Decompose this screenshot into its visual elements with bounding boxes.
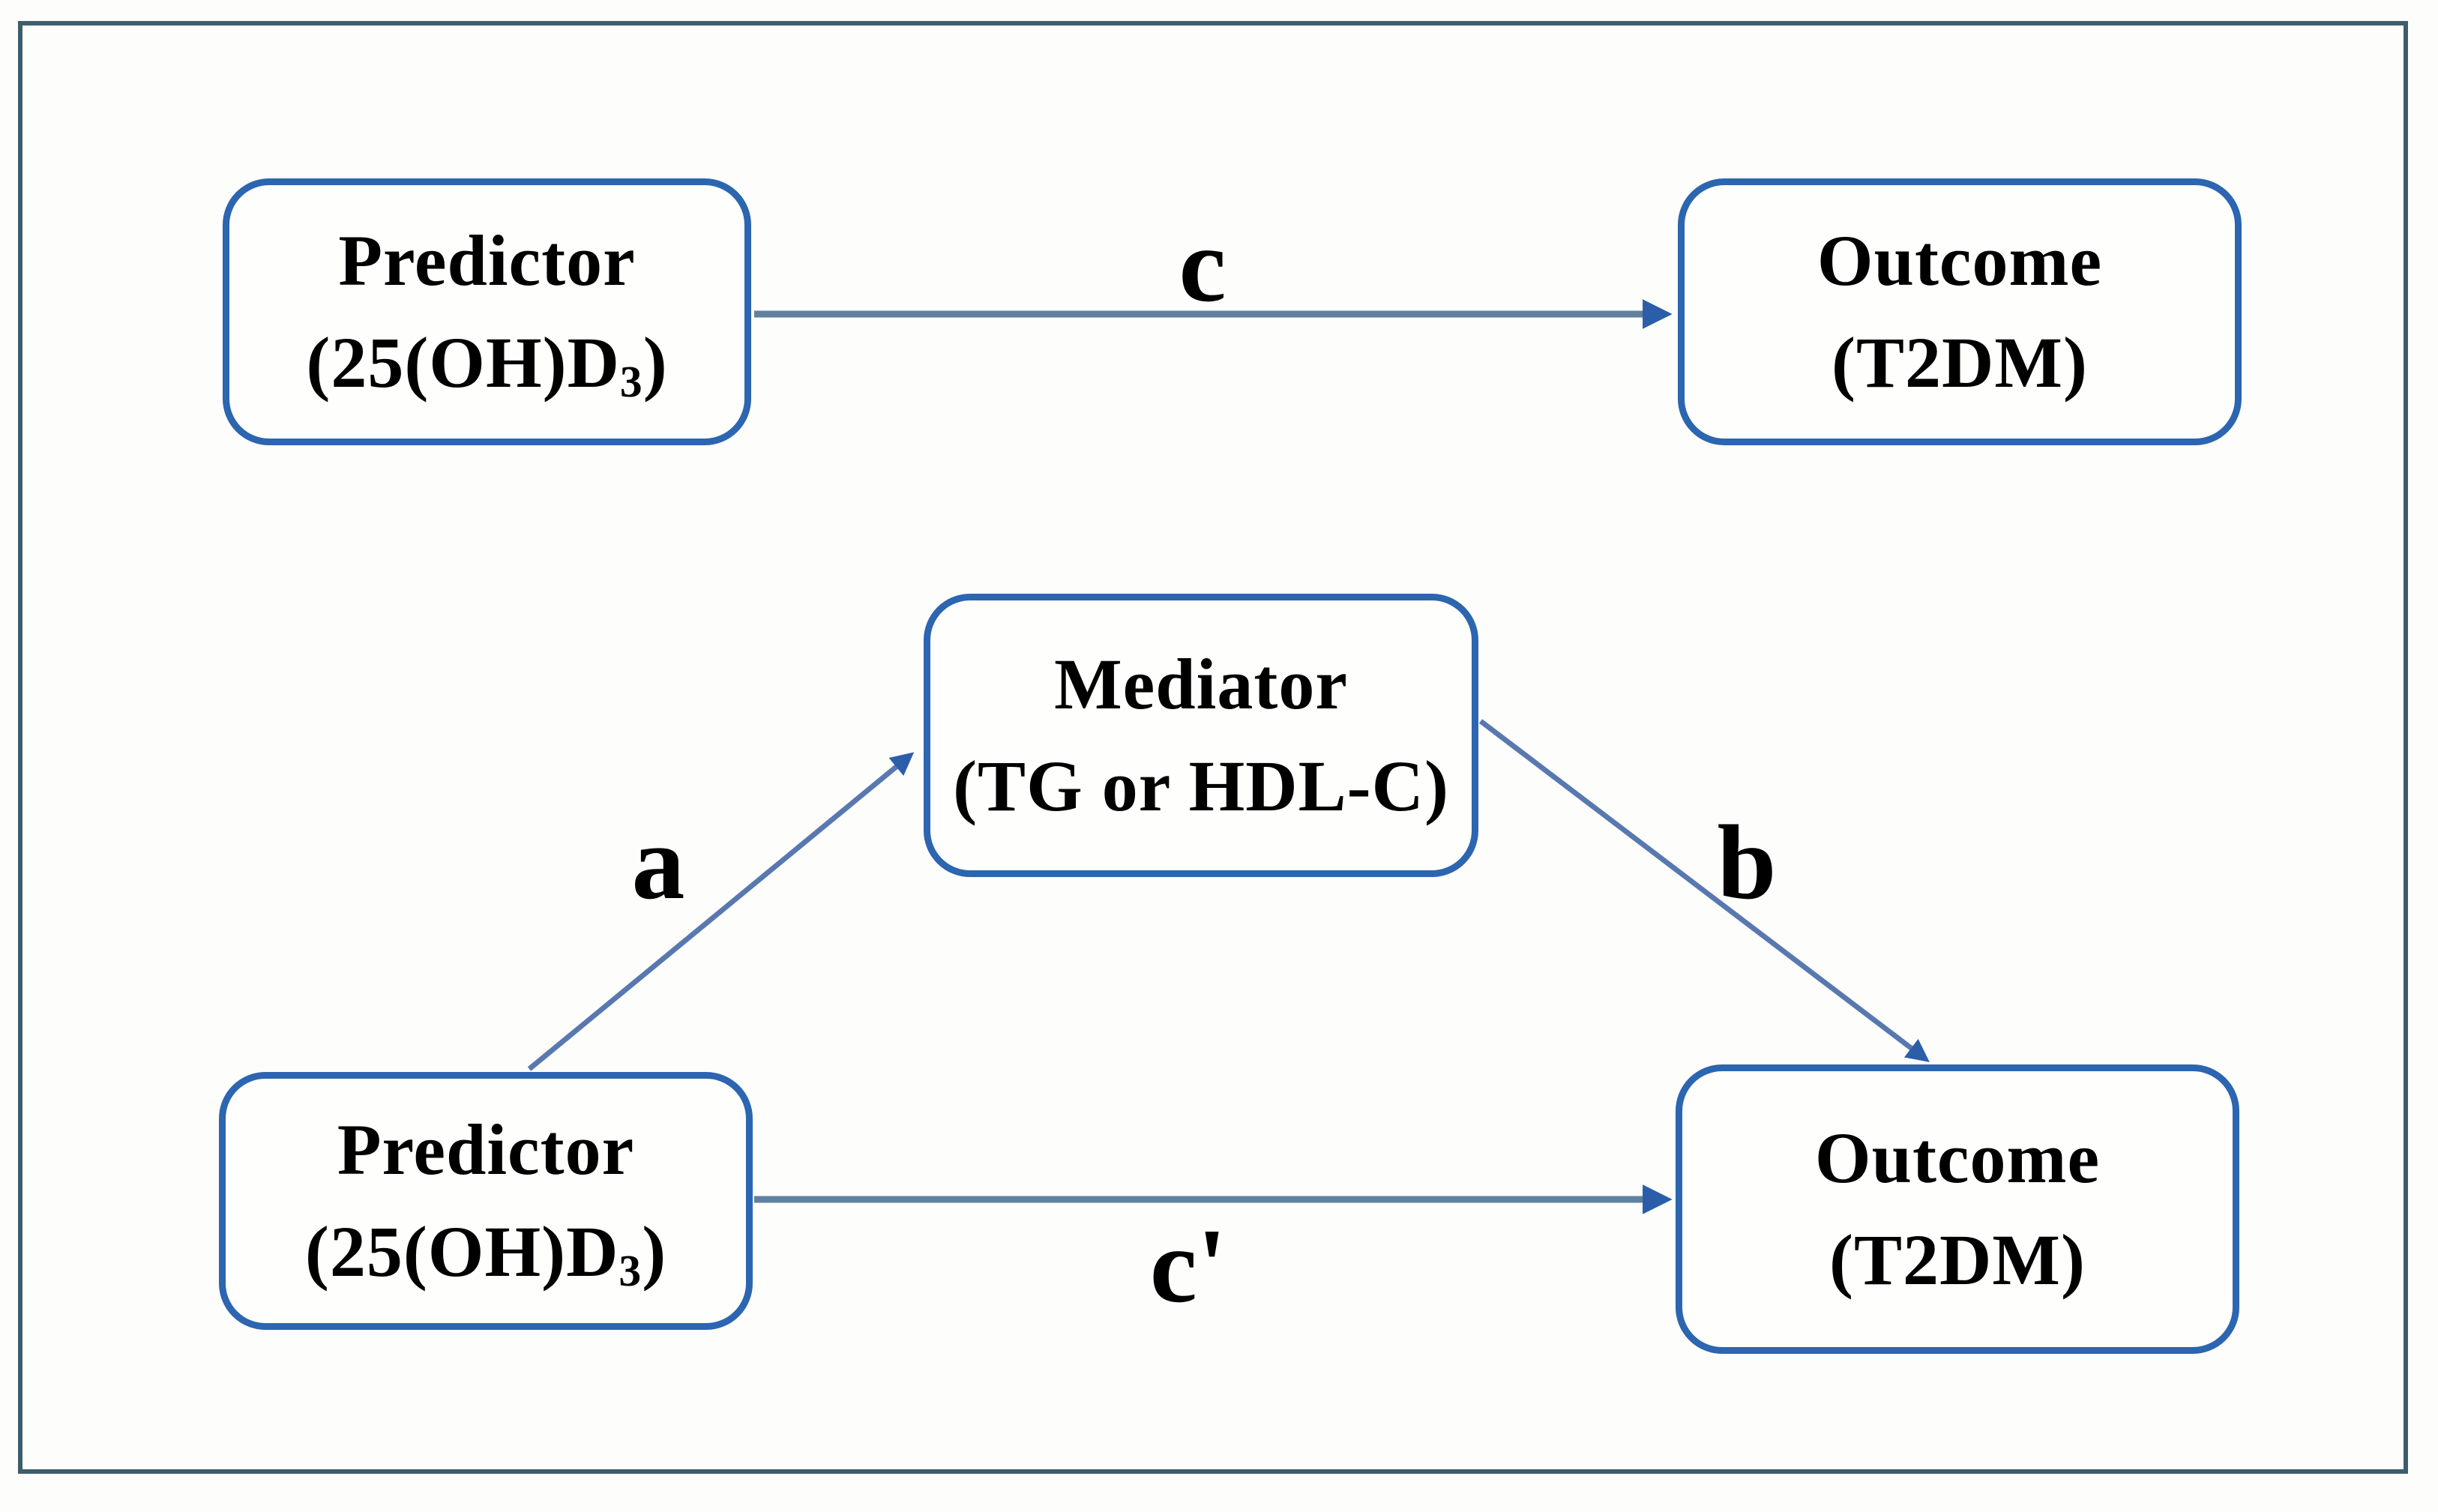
node-predictor-bottom: Predictor (25(OH)D3) (219, 1072, 753, 1330)
path-label-b: b (1717, 803, 1777, 921)
node-label-line2: (T2DM) (1831, 322, 2088, 403)
node-label-line1: Mediator (1054, 643, 1348, 724)
subscript-3: 3 (619, 357, 643, 407)
arrow-b (1478, 719, 1930, 1062)
node-outcome-bottom: Outcome (T2DM) (1676, 1064, 2239, 1354)
node-label-line1: Predictor (338, 220, 636, 301)
arrow-a (527, 752, 915, 1071)
node-label-line2: (T2DM) (1829, 1220, 2086, 1300)
node-mediator: Mediator (TG or HDL-C) (924, 594, 1478, 877)
node-label-line1: Predictor (337, 1109, 635, 1190)
diagram-outer-frame (18, 21, 2408, 1474)
path-label-c-direct: c' (1149, 1206, 1227, 1325)
node-label-line2: (25(OH)D3) (304, 1211, 667, 1296)
node-label-line2: (25(OH)D3) (306, 322, 668, 407)
node-label-line1: Outcome (1817, 220, 2103, 301)
path-label-c-total: c (1179, 205, 1226, 324)
node-outcome-top: Outcome (T2DM) (1678, 178, 2242, 445)
node-predictor-top: Predictor (25(OH)D3) (223, 178, 751, 445)
node-label-line1: Outcome (1814, 1117, 2101, 1198)
node-label-line2: (TG or HDL-C) (953, 746, 1449, 826)
subscript-3: 3 (618, 1246, 642, 1296)
path-label-a: a (631, 803, 685, 921)
